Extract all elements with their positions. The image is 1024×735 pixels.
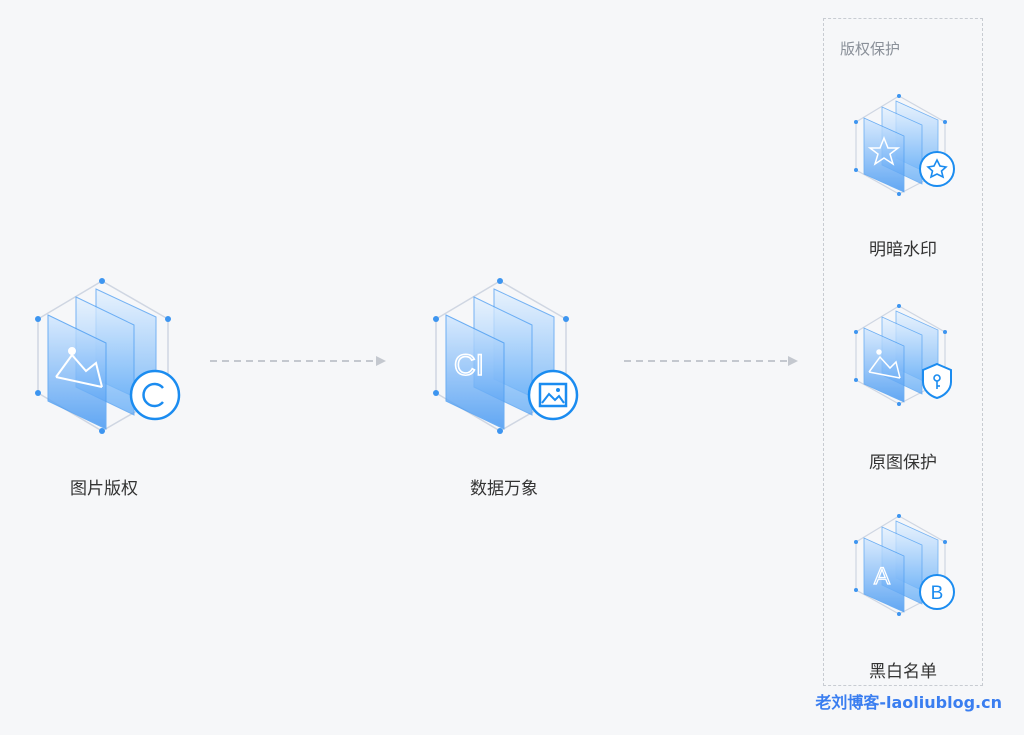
label-data-wanxiang: 数据万象 <box>470 479 538 499</box>
node-original-protection <box>852 302 962 407</box>
label-original-protection: 原图保护 <box>869 453 937 473</box>
node-image-copyright <box>30 275 190 440</box>
label-watermark: 明暗水印 <box>869 240 937 260</box>
label-image-copyright: 图片版权 <box>70 479 138 499</box>
image-icon <box>55 347 103 388</box>
image-icon <box>868 349 901 379</box>
copyright-icon <box>129 369 181 421</box>
copyright-protection-group <box>823 18 983 686</box>
site-watermark: 老刘博客-laoliublog.cn <box>815 693 1002 712</box>
letter-b-text: B <box>931 583 944 604</box>
group-title: 版权保护 <box>840 40 901 58</box>
star-outline-icon <box>867 135 901 166</box>
picture-frame-icon <box>527 369 579 421</box>
blacklist-icon: A B <box>854 514 955 616</box>
ci-mark: CI <box>454 349 484 382</box>
shield-key-icon <box>922 362 952 400</box>
flow-arrow-2 <box>624 356 798 366</box>
star-icon <box>919 151 955 187</box>
label-blacklist: 黑白名单 <box>869 662 937 682</box>
letter-a-mark: A <box>874 563 890 590</box>
node-blacklist: A B <box>852 512 962 617</box>
watermark-icon <box>854 94 955 196</box>
image-copyright-icon <box>35 278 181 434</box>
node-watermark <box>852 92 962 197</box>
original-protection-icon <box>854 304 952 406</box>
letter-b-icon: B <box>919 574 955 610</box>
data-wanxiang-icon: CI <box>433 278 579 434</box>
node-data-wanxiang: CI <box>428 275 588 440</box>
flow-arrow-1 <box>210 356 386 366</box>
